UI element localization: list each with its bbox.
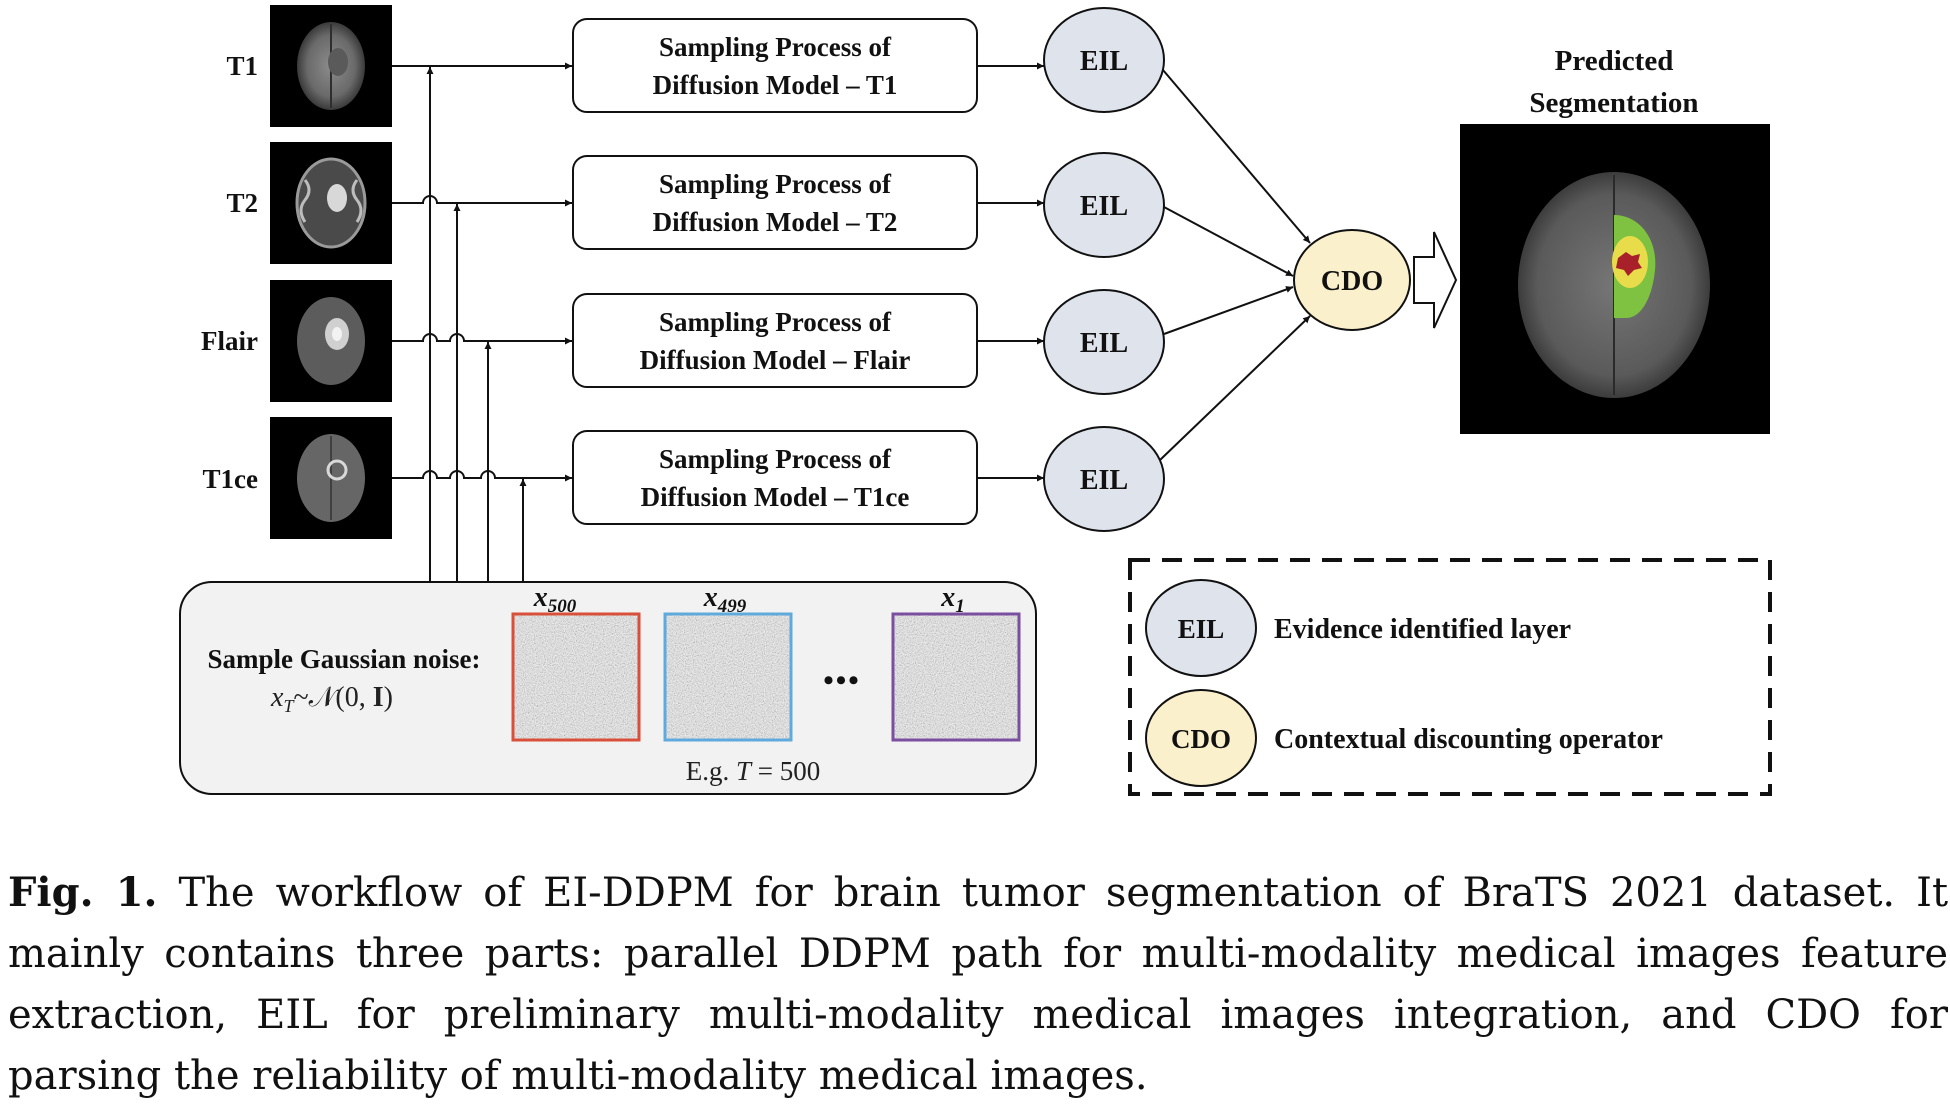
- sampling-box-t2-line1: Sampling Process of: [659, 169, 892, 199]
- modality-label-t2: T2: [226, 188, 258, 218]
- legend-item-eil: EIL Evidence identified layer: [1145, 579, 1571, 677]
- eil-node-t1: EIL: [1043, 7, 1165, 113]
- sampling-box-t2: Sampling Process of Diffusion Model – T2: [572, 155, 978, 250]
- noise-panel: Sample Gaussian noise: xT~𝒩(0, I) x500 x…: [179, 581, 1037, 795]
- figure-caption-label: Fig. 1.: [8, 869, 158, 916]
- eil-node-t2-label: EIL: [1080, 191, 1128, 222]
- modality-label-t1: T1: [226, 51, 258, 81]
- cdo-node-label: CDO: [1321, 266, 1383, 297]
- sampling-box-flair-line1: Sampling Process of: [659, 307, 892, 337]
- predicted-segmentation-image: [1460, 124, 1770, 434]
- mri-t1ce-image: [270, 417, 392, 539]
- eil-node-flair: EIL: [1043, 289, 1165, 395]
- modality-label-t1ce: T1ce: [203, 464, 258, 494]
- cdo-node: CDO: [1293, 229, 1411, 331]
- noise-connectors: [392, 62, 572, 585]
- legend-cdo-symbol: CDO: [1171, 724, 1231, 754]
- noise-sample-x1: x1: [891, 582, 1021, 742]
- legend-cdo-text: Contextual discounting operator: [1274, 724, 1663, 755]
- noise-sample-x499-label: x499: [703, 582, 747, 617]
- workflow-diagram: T1 T2 Flair T1ce Sampling Process of Dif…: [179, 5, 1772, 796]
- sampling-box-t1-line2: Diffusion Model – T1: [653, 70, 898, 100]
- mri-t2-image: [270, 142, 392, 264]
- sampling-box-t1ce-line2: Diffusion Model – T1ce: [641, 482, 910, 512]
- legend-item-cdo: CDO Contextual discounting operator: [1145, 689, 1663, 787]
- noise-sample-x500: x500: [511, 582, 641, 742]
- output-arrow-icon: [1413, 231, 1458, 329]
- noise-label: Sample Gaussian noise:: [207, 644, 480, 674]
- legend-eil-symbol: EIL: [1178, 614, 1225, 644]
- eil-nodes: EIL EIL EIL EIL: [1043, 7, 1165, 532]
- modality-label-flair: Flair: [201, 326, 258, 356]
- eil-node-t1-label: EIL: [1080, 46, 1128, 77]
- sampling-box-t2-line2: Diffusion Model – T2: [653, 207, 898, 237]
- noise-formula: xT~𝒩(0, I): [270, 682, 393, 716]
- sampling-box-t1ce-line1: Sampling Process of: [659, 444, 892, 474]
- sampling-box-flair-line2: Diffusion Model – Flair: [640, 345, 911, 375]
- output-title-line2: Segmentation: [1529, 87, 1698, 119]
- eil-to-cdo-arrows: [1159, 69, 1311, 461]
- legend: EIL Evidence identified layer CDO Contex…: [1128, 558, 1772, 796]
- sampling-box-t1: Sampling Process of Diffusion Model – T1: [572, 18, 978, 113]
- mri-flair-image: [270, 280, 392, 402]
- sampling-box-flair: Sampling Process of Diffusion Model – Fl…: [572, 293, 978, 388]
- noise-sample-x500-label: x500: [533, 582, 577, 617]
- sampling-box-t1ce: Sampling Process of Diffusion Model – T1…: [572, 430, 978, 525]
- noise-example: E.g. T = 500: [686, 756, 821, 786]
- sampling-to-eil-arrows: [977, 62, 1044, 482]
- sampling-boxes: Sampling Process of Diffusion Model – T1…: [572, 18, 978, 525]
- eil-node-t1ce: EIL: [1043, 426, 1165, 532]
- legend-eil-text: Evidence identified layer: [1274, 614, 1571, 645]
- noise-ellipsis: •••: [823, 664, 861, 697]
- eil-node-flair-label: EIL: [1080, 328, 1128, 359]
- output-title-line1: Predicted: [1555, 45, 1674, 77]
- noise-sample-x1-label: x1: [940, 582, 965, 617]
- sampling-box-t1-line1: Sampling Process of: [659, 32, 892, 62]
- eil-node-t2: EIL: [1043, 152, 1165, 258]
- mri-t1-image: [270, 5, 392, 127]
- eil-node-t1ce-label: EIL: [1080, 465, 1128, 496]
- figure-caption: Fig. 1. The workflow of EI-DDPM for brai…: [8, 862, 1948, 1107]
- figure-caption-text: The workflow of EI-DDPM for brain tumor …: [8, 870, 1949, 1099]
- noise-sample-x499: x499: [663, 582, 793, 742]
- mri-thumbnails: [270, 5, 392, 539]
